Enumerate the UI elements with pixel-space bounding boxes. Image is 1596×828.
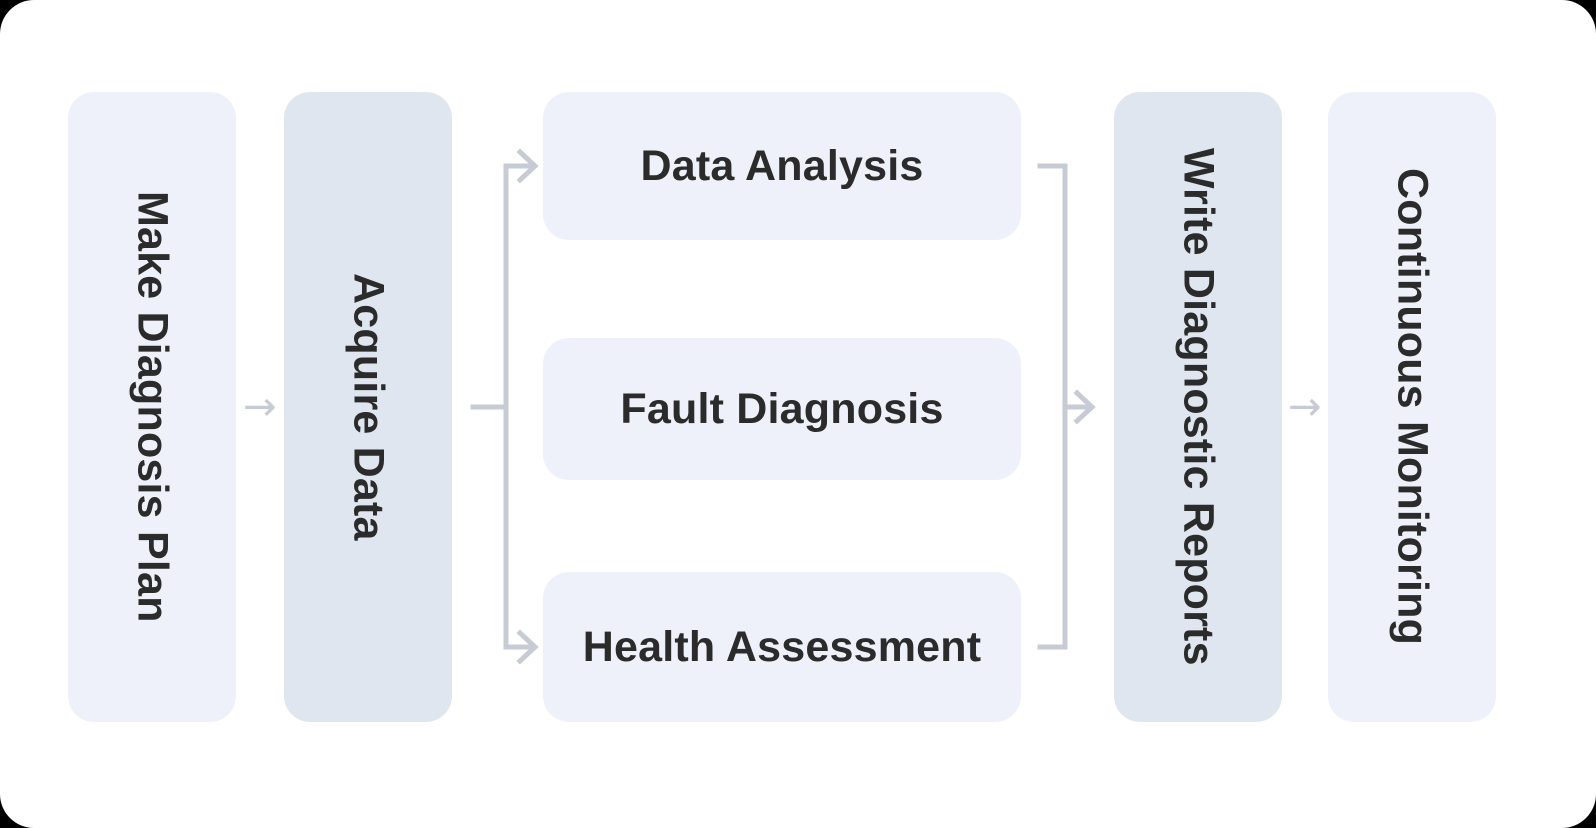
arrow-right-icon: → xyxy=(1288,384,1322,430)
arrowhead-icon xyxy=(1073,389,1096,425)
node-label: Data Analysis xyxy=(640,141,924,190)
branch-merge-icon xyxy=(1037,163,1089,650)
node-fault-diagnosis[interactable]: Fault Diagnosis xyxy=(543,338,1021,480)
node-continuous-monitoring[interactable]: Continuous Monitoring xyxy=(1328,92,1496,722)
arrowhead-icon xyxy=(516,148,539,184)
node-make-diagnosis-plan[interactable]: Make Diagnosis Plan xyxy=(68,92,236,722)
node-health-assessment[interactable]: Health Assessment xyxy=(543,572,1021,722)
branch-split-icon xyxy=(470,163,536,650)
arrow-right-icon: → xyxy=(243,384,277,430)
node-label: Make Diagnosis Plan xyxy=(128,191,177,623)
node-label: Write Diagnostic Reports xyxy=(1174,148,1223,666)
node-write-diagnostic-reports[interactable]: Write Diagnostic Reports xyxy=(1114,92,1282,722)
node-acquire-data[interactable]: Acquire Data xyxy=(284,92,452,722)
node-label: Continuous Monitoring xyxy=(1388,168,1437,646)
node-label: Health Assessment xyxy=(582,622,982,671)
node-label: Acquire Data xyxy=(344,273,393,541)
node-data-analysis[interactable]: Data Analysis xyxy=(543,92,1021,240)
arrowhead-icon xyxy=(516,629,539,665)
node-label: Fault Diagnosis xyxy=(620,384,944,433)
